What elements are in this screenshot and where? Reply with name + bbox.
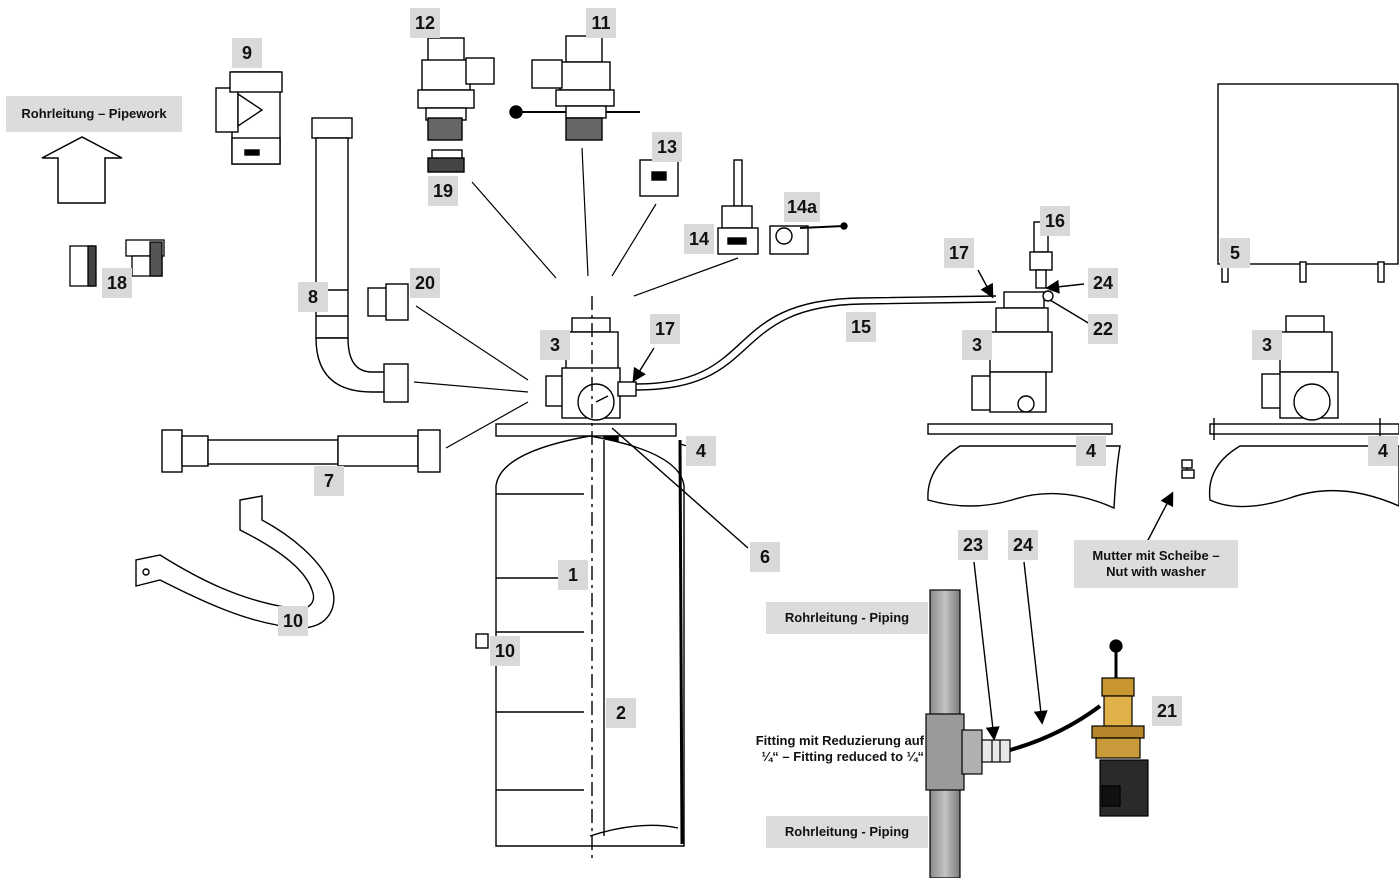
adapter-20 [367, 283, 409, 321]
part-label-4b: 4 [1076, 436, 1106, 466]
hose-7 [161, 429, 441, 473]
part-label-18: 18 [102, 268, 132, 298]
piping-bottom-caption: Rohrleitung - Piping [766, 816, 928, 848]
piping-bottom [925, 589, 1102, 878]
nozzle-19 [427, 149, 465, 173]
pipework-caption: Rohrleitung – Pipework [6, 96, 182, 132]
part-label-8: 8 [298, 282, 328, 312]
pressure-switch-14 [717, 159, 759, 255]
part-label-22: 22 [1088, 314, 1118, 344]
part-label-9: 9 [232, 38, 262, 68]
part-label-16: 16 [1040, 206, 1070, 236]
part-label-3c: 3 [1252, 330, 1282, 360]
part-label-6: 6 [750, 542, 780, 572]
part-label-21: 21 [1152, 696, 1182, 726]
part-label-5: 5 [1220, 238, 1250, 268]
part-label-4a: 4 [686, 436, 716, 466]
cylinder-assembly [475, 296, 685, 862]
part-label-10a: 10 [278, 606, 308, 636]
solenoid-valve-12 [417, 37, 495, 141]
manual-valve-11 [509, 35, 640, 141]
switch-13 [639, 159, 679, 197]
part-label-3a: 3 [540, 330, 570, 360]
leader-lines [413, 147, 739, 449]
part-label-14a: 14a [784, 192, 821, 222]
check-valve-9 [215, 71, 283, 165]
pressure-switch-21 [1091, 639, 1149, 817]
hose-8 [311, 117, 409, 403]
part-label-23: 23 [958, 530, 988, 560]
part-label-24a: 24 [1088, 268, 1118, 298]
piping-top-caption: Rohrleitung - Piping [766, 602, 928, 634]
part-label-3b: 3 [962, 330, 992, 360]
fitting-caption: Fitting mit Reduzierung auf ¼“ – Fitting… [755, 733, 924, 764]
part-label-19: 19 [428, 176, 458, 206]
nut-washer-caption: Mutter mit Scheibe – Nut with washer [1074, 540, 1238, 588]
part-label-1: 1 [558, 560, 588, 590]
part-label-12: 12 [410, 8, 440, 38]
cylinder-assembly-3 [1181, 83, 1399, 508]
hose-15 [635, 295, 997, 391]
part-label-20: 20 [410, 268, 440, 298]
part-label-4c: 4 [1368, 436, 1398, 466]
pipework-arrow [41, 136, 123, 204]
part-label-24b: 24 [1008, 530, 1038, 560]
part-label-17a: 17 [650, 314, 680, 344]
part-label-14: 14 [684, 224, 714, 254]
pressure-switch-14a [769, 222, 848, 255]
part-label-17b: 17 [944, 238, 974, 268]
part-label-10b: 10 [490, 636, 520, 666]
part-label-13: 13 [652, 132, 682, 162]
part-label-11: 11 [586, 8, 616, 38]
part-label-15: 15 [846, 312, 876, 342]
part-label-2: 2 [606, 698, 636, 728]
fittings-18 [69, 239, 165, 287]
part-label-7: 7 [314, 466, 344, 496]
